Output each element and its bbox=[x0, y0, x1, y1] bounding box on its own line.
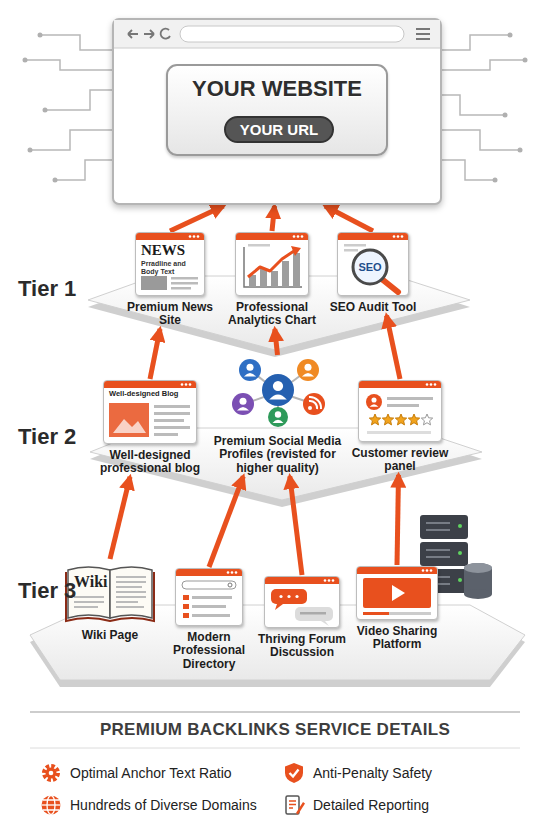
node-label: Premium News Site bbox=[125, 301, 215, 328]
legend-item: Hundreds of Diverse Domains bbox=[40, 794, 257, 816]
card-text: SEO bbox=[338, 260, 402, 274]
tier-label: Tier 3 bbox=[18, 578, 76, 604]
card-art bbox=[175, 568, 243, 626]
url-text: YOUR URL bbox=[226, 118, 332, 141]
social-profiles: Premium Social Media Profiles (revisted … bbox=[210, 356, 345, 475]
node-label: SEO Audit Tool bbox=[327, 301, 419, 314]
node-label: Well-designed professional blog bbox=[92, 449, 208, 476]
video-card: Video Sharing Platform bbox=[350, 566, 444, 652]
tier-arrow bbox=[290, 476, 302, 575]
review-illustration bbox=[359, 381, 441, 441]
node-label: Video Sharing Platform bbox=[350, 625, 444, 652]
node-label: Thriving Forum Discussion bbox=[256, 633, 348, 660]
legend-item: Detailed Reporting bbox=[283, 794, 429, 816]
card-art bbox=[358, 380, 442, 442]
analytics-card: Professional Analytics Chart bbox=[222, 232, 322, 328]
wiki-illustration bbox=[64, 560, 156, 624]
forum-illustration bbox=[265, 577, 339, 627]
url-pill: YOUR URL bbox=[224, 116, 334, 143]
directory-card: Modern Professional Directory bbox=[166, 568, 252, 671]
video-illustration bbox=[357, 567, 437, 619]
node-label: Customer review panel bbox=[345, 447, 455, 474]
node-label: Modern Professional Directory bbox=[166, 631, 252, 671]
legend-text: Detailed Reporting bbox=[313, 797, 429, 813]
review-panel: Customer review panel bbox=[345, 380, 455, 474]
card-art bbox=[226, 356, 330, 430]
tier-label: Tier 2 bbox=[18, 424, 76, 450]
node-label: Wiki Page bbox=[62, 629, 158, 642]
tier-label: Tier 1 bbox=[18, 276, 76, 302]
legend-item: Optimal Anchor Text Ratio bbox=[40, 762, 232, 784]
tier-arrow bbox=[325, 206, 373, 231]
browser-window: YOUR WEBSITE YOUR URL bbox=[112, 18, 442, 205]
legend-icon bbox=[283, 794, 305, 816]
card-art: SEO bbox=[337, 232, 409, 296]
legend-icon bbox=[283, 762, 305, 784]
card-art: Wiki bbox=[64, 560, 156, 624]
chart-illustration bbox=[236, 233, 308, 295]
legend-text: Anti-Penalty Safety bbox=[313, 765, 432, 781]
section-title: PREMIUM BACKLINKS SERVICE DETAILS bbox=[0, 720, 550, 740]
blog-card: Well-designed BlogWell-designed professi… bbox=[92, 380, 208, 476]
news-site-card: NEWS Prradline and Body TextPremium News … bbox=[125, 232, 215, 328]
tier-arrow bbox=[272, 206, 275, 231]
card-text: Well-designed Blog bbox=[109, 390, 196, 398]
legend-text: Optimal Anchor Text Ratio bbox=[70, 765, 232, 781]
tier-arrow bbox=[110, 477, 130, 559]
card-art bbox=[264, 576, 340, 628]
card-text: Prradline and Body Text bbox=[141, 260, 199, 275]
tier-arrow bbox=[275, 329, 278, 355]
card-text: NEWS bbox=[141, 243, 204, 258]
legend-item: Anti-Penalty Safety bbox=[283, 762, 432, 784]
tier-arrow bbox=[397, 475, 399, 565]
legend-text: Hundreds of Diverse Domains bbox=[70, 797, 257, 813]
card-art bbox=[235, 232, 309, 296]
card-text: Wiki bbox=[74, 574, 156, 590]
node-label: Premium Social Media Profiles (revisted … bbox=[210, 435, 345, 475]
tier-platforms bbox=[30, 276, 525, 687]
forum-card: Thriving Forum Discussion bbox=[256, 576, 348, 660]
legend-icon bbox=[40, 762, 62, 784]
social-illustration bbox=[226, 356, 330, 430]
browser-toolbar bbox=[114, 20, 440, 50]
tier-arrow bbox=[150, 329, 160, 379]
tier-arrow bbox=[170, 206, 224, 231]
card-art bbox=[356, 566, 438, 620]
wiki-page: WikiWiki Page bbox=[62, 560, 158, 642]
website-title: YOUR WEBSITE bbox=[114, 76, 440, 102]
legend-icon bbox=[40, 794, 62, 816]
seo-tool-card: SEO SEO Audit Tool bbox=[327, 232, 419, 314]
tier-arrow bbox=[387, 315, 401, 379]
directory-illustration bbox=[176, 569, 242, 625]
tier-arrow bbox=[209, 476, 243, 567]
card-art: NEWS Prradline and Body Text bbox=[135, 232, 205, 296]
node-label: Professional Analytics Chart bbox=[222, 301, 322, 328]
card-art: Well-designed Blog bbox=[103, 380, 197, 444]
